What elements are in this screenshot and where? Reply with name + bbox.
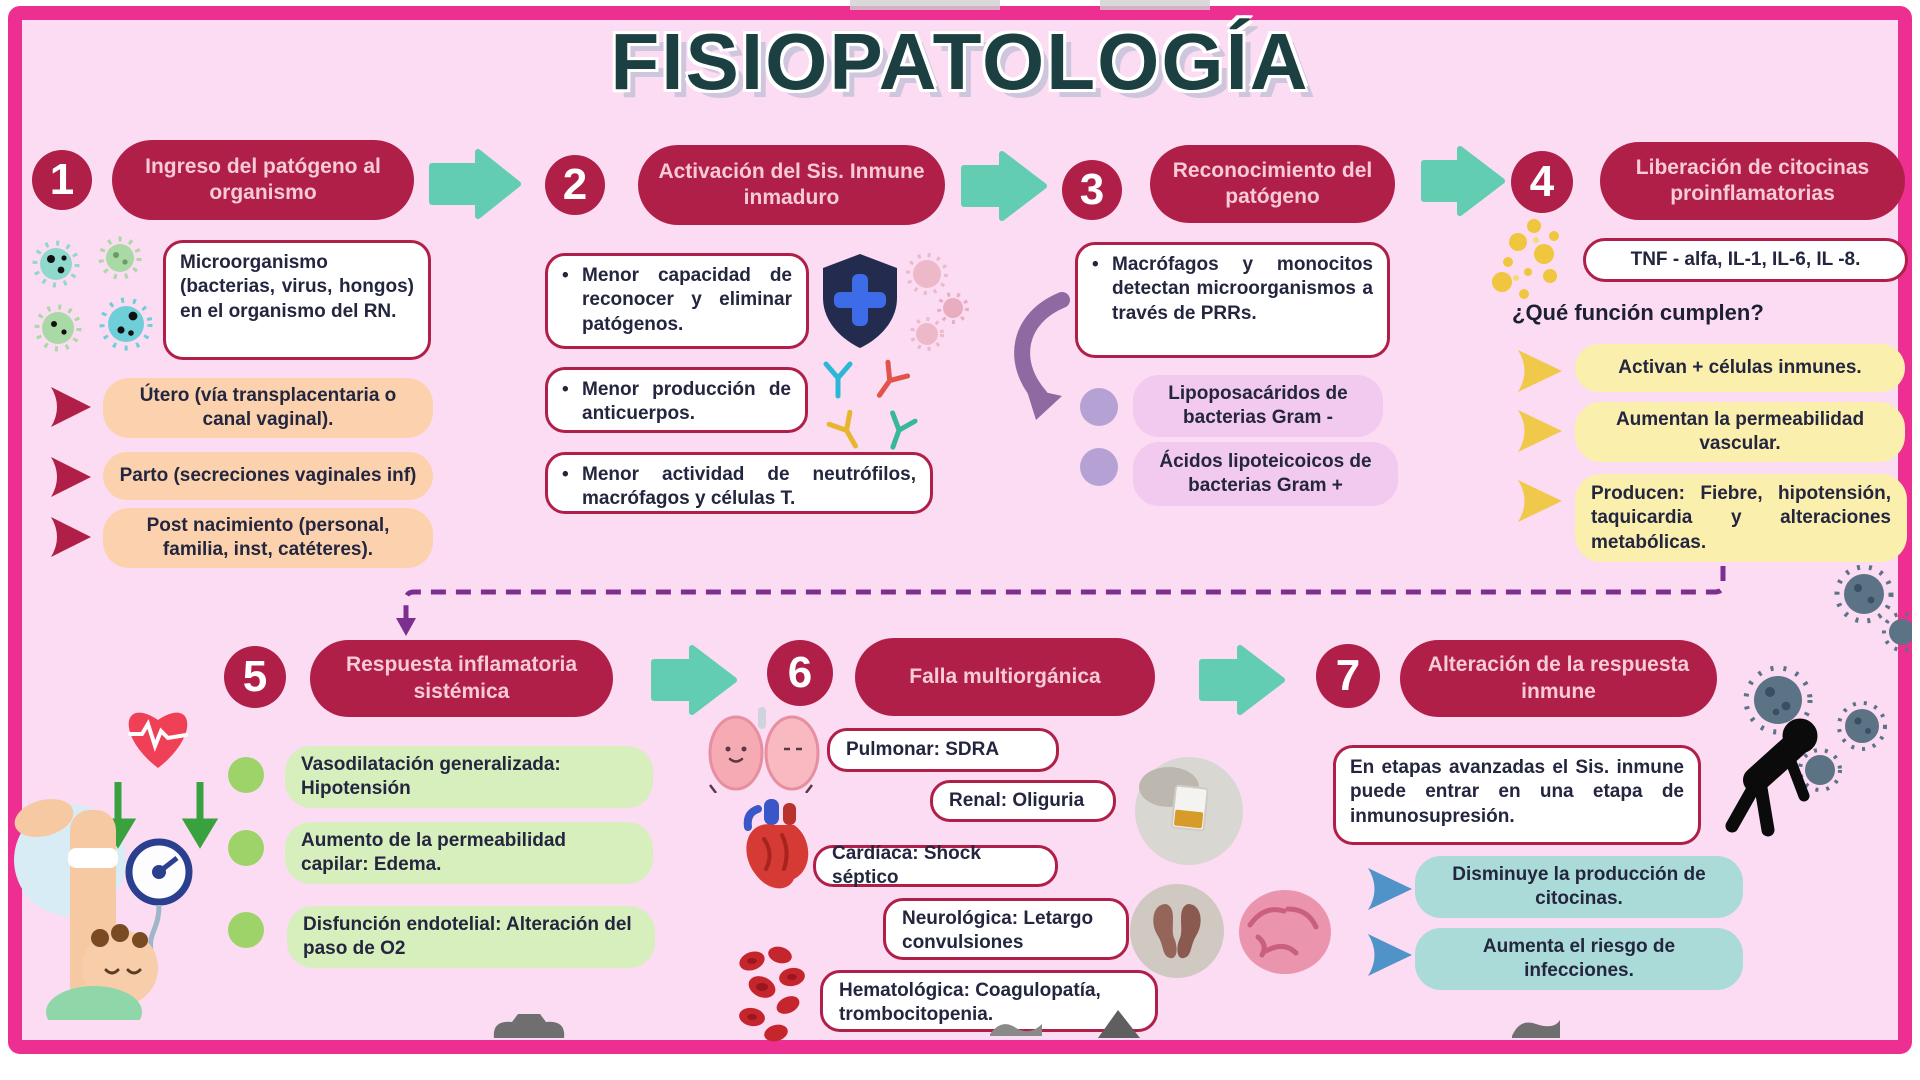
step-6-header: Falla multiorgánica — [855, 638, 1155, 716]
question-heading: ¿Qué función cumplen? — [1512, 300, 1764, 325]
tape-decoration — [850, 0, 1000, 10]
vitals-baby-illustration — [14, 712, 218, 1020]
route-pill: Útero (vía transplacentaria o canal vagi… — [103, 378, 433, 438]
step-2-box: • Menor producción de anticuerpos. — [545, 367, 808, 433]
route-pill: Parto (secreciones vaginales inf) — [103, 452, 433, 500]
sirs-pill: Disfunción endotelial: Alteración del pa… — [287, 906, 655, 968]
function-pill: Producen: Fiebre, hipotensión, taquicard… — [1575, 474, 1907, 562]
immuno-pill: Disminuye la producción de citocinas. — [1415, 856, 1743, 918]
cytokines-box: TNF - alfa, IL-1, IL-6, IL -8. — [1583, 238, 1908, 282]
chevron-icon — [51, 387, 91, 427]
germs-icon — [32, 236, 153, 352]
step-6-number: 6 — [767, 640, 833, 706]
bullet: • — [1092, 254, 1099, 275]
step-3-number: 3 — [1062, 160, 1122, 220]
page-title: FISIOPATOLOGÍA — [610, 17, 1310, 106]
gray-decoration — [1098, 1010, 1140, 1038]
step-2-header: Activación del Sis. Inmune inmaduro — [638, 145, 945, 225]
sirs-pill: Aumento de la permeabilidad capilar: Ede… — [285, 822, 653, 884]
organ-box: Cardíaca: Shock séptico — [813, 843, 1058, 888]
curved-arrow-icon — [1014, 292, 1070, 420]
sirs-pill: Vasodilatación generalizada: Hipotensión — [285, 746, 653, 808]
purple-bullet — [1080, 448, 1118, 486]
step-5-header: Respuesta inflamatoria sistémica — [310, 640, 613, 717]
bullet: • — [562, 265, 569, 286]
step-1-number: 1 — [32, 150, 92, 210]
yellow-arrow-icon — [1518, 480, 1562, 522]
blue-arrow-icon — [1368, 934, 1412, 976]
function-pill: Activan + células inmunes. — [1575, 344, 1905, 392]
route-pill: Post nacimiento (personal, familia, inst… — [103, 508, 433, 568]
step-7-number: 7 — [1316, 644, 1380, 708]
green-bullet — [228, 830, 264, 866]
bullet: • — [562, 464, 569, 485]
down-arrow-icon — [99, 782, 218, 849]
step-3-header: Reconocimiento del patógeno — [1150, 145, 1395, 223]
gram-pill: Lipoposacáridos de bacterias Gram - — [1133, 375, 1383, 437]
immuno-pill: Aumenta el riesgo de infecciones. — [1415, 928, 1743, 990]
step-1-header: Ingreso del patógeno al organismo — [112, 140, 414, 220]
organ-box: Renal: Oliguria — [930, 780, 1116, 822]
yellow-arrow-icon — [1518, 410, 1562, 452]
organ-box: Neurológica: Letargo convulsiones — [883, 898, 1129, 960]
step-4-header: Liberación de citocinas proinflamatorias — [1600, 142, 1905, 220]
dashed-connector — [396, 566, 1726, 636]
urine-sample-photo — [1135, 757, 1243, 865]
shield-icon — [823, 253, 969, 351]
step-7-box: En etapas avanzadas el Sis. inmune puede… — [1333, 745, 1701, 845]
organ-box: Pulmonar: SDRA — [827, 728, 1059, 772]
blue-arrow-icon — [1368, 868, 1412, 910]
gray-decoration — [1512, 1020, 1560, 1038]
brain-photo — [1239, 890, 1331, 974]
anatomical-heart-icon — [743, 799, 809, 889]
antibody-icons — [823, 359, 918, 450]
bullet: • — [562, 379, 569, 400]
step-5-number: 5 — [224, 646, 286, 708]
sick-person-viruses-illustration — [1725, 564, 1912, 837]
gray-decoration — [990, 1024, 1042, 1036]
blood-cells-icon — [739, 946, 805, 1042]
chevron-icon — [51, 457, 91, 497]
function-pill: Aumentan la permeabilidad vascular. — [1575, 402, 1905, 462]
yellow-arrow-icon — [1518, 350, 1562, 392]
step-2-box: • Menor actividad de neutrófilos, macróf… — [545, 452, 933, 514]
tape-decoration — [1100, 0, 1210, 10]
step-7-header: Alteración de la respuesta inmune — [1400, 640, 1717, 717]
chevron-icon — [51, 517, 91, 557]
green-bullet — [228, 912, 264, 948]
kidney-photo — [1130, 884, 1224, 978]
step-1-box: Microorganismo (bacterias, virus, hongos… — [163, 240, 431, 360]
gram-pill: Ácidos lipoteicoicos de bacterias Gram + — [1133, 442, 1398, 506]
purple-bullet — [1080, 388, 1118, 426]
cytokine-dots-icon — [1492, 219, 1559, 299]
virus-pink-icon — [906, 253, 969, 351]
step-2-box: • Menor capacidad de reconocer y elimina… — [545, 253, 809, 349]
lungs-icon — [708, 707, 820, 793]
green-bullet — [228, 757, 264, 793]
arrow-right-icon — [429, 146, 1505, 715]
step-2-number: 2 — [545, 155, 605, 215]
step-4-number: 4 — [1511, 151, 1573, 213]
virus-dark-icon — [1743, 564, 1912, 792]
organ-box: Hematológica: Coagulopatía, trombocitope… — [820, 970, 1158, 1032]
step-3-box: • Macrófagos y monocitos detectan microo… — [1075, 242, 1390, 358]
person-silhouette — [1725, 718, 1818, 837]
gray-decoration — [493, 1014, 565, 1038]
